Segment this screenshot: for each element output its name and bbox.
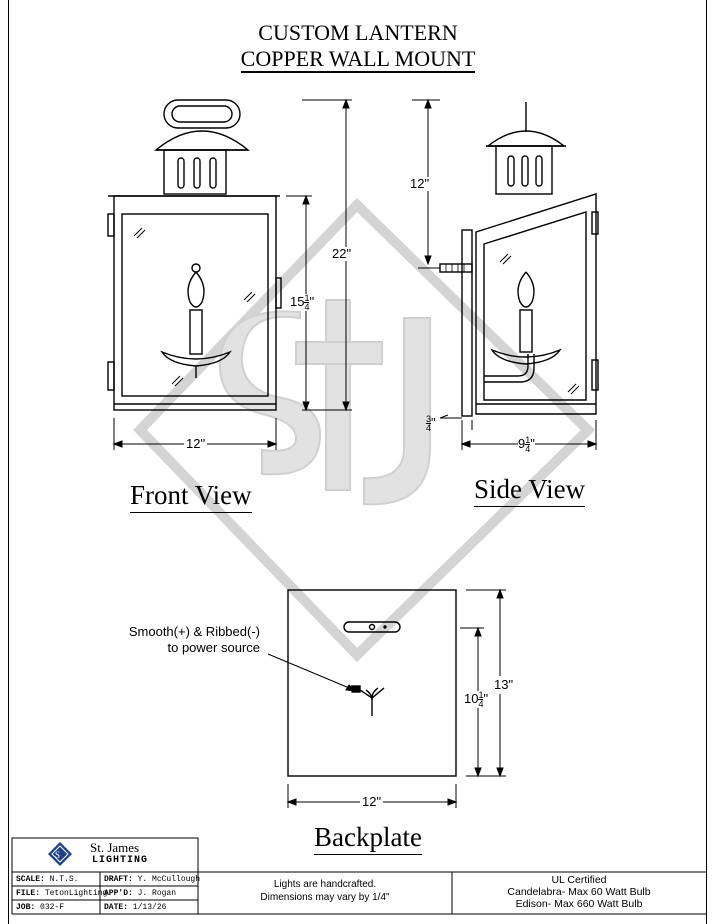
side-view-drawing bbox=[439, 102, 599, 417]
watermark-letters bbox=[218, 299, 431, 506]
draft-field: DRAFT: Y. McCullough bbox=[104, 875, 201, 884]
backplate-drawing bbox=[287, 589, 457, 777]
sheet-border-right bbox=[706, 0, 707, 924]
side-top-dim: 12" bbox=[410, 176, 430, 191]
sheet-border-left bbox=[8, 0, 9, 924]
front-view-label: Front View bbox=[130, 480, 252, 513]
job-field: JOB: 032-F bbox=[16, 903, 65, 912]
wiring-annotation-line-2: to power source bbox=[167, 640, 261, 655]
handcrafted-note-line-1: Lights are handcrafted. bbox=[273, 879, 377, 890]
side-view-label: Side View bbox=[474, 474, 586, 507]
company-logo-icon: S bbox=[48, 842, 72, 866]
appd-field: APP'D: J. Rogan bbox=[104, 889, 177, 898]
backplate-label: Backplate bbox=[314, 822, 422, 855]
certification-note: UL Certified Candelabra- Max 60 Watt Bul… bbox=[452, 874, 706, 910]
file-field: FILE: TetonLighting bbox=[16, 889, 108, 898]
date-field: DATE: 1/13/26 bbox=[104, 903, 167, 912]
title-line-1: CUSTOM LANTERN bbox=[258, 20, 458, 45]
cert-line-2: Candelabra- Max 60 Watt Bulb bbox=[507, 886, 651, 898]
front-width-dim: 12" bbox=[184, 436, 208, 451]
cert-line-1: UL Certified bbox=[551, 874, 607, 886]
front-view-drawing bbox=[107, 99, 282, 411]
svg-text:S: S bbox=[55, 850, 60, 860]
watermark-logo bbox=[133, 197, 596, 663]
backplate-height-dim: 13" bbox=[494, 676, 514, 694]
handcrafted-note-line-2: Dimensions may vary by 1/4" bbox=[260, 892, 390, 903]
wiring-annotation-line-1: Smooth(+) & Ribbed(-) bbox=[128, 624, 260, 639]
company-subtitle: LIGHTING bbox=[92, 855, 149, 866]
front-height-dim: 22" bbox=[331, 246, 353, 261]
scale-field: SCALE: N.T.S. bbox=[16, 875, 79, 884]
title-block-frame bbox=[11, 837, 706, 915]
wiring-annotation: Smooth(+) & Ribbed(-) to power source bbox=[96, 624, 260, 656]
title-line-2: COPPER WALL MOUNT bbox=[240, 46, 476, 73]
side-dimension-lines bbox=[412, 98, 598, 450]
cert-line-3: Edison- Max 660 Watt Bulb bbox=[515, 898, 643, 910]
backplate-width-dim: 12" bbox=[360, 794, 384, 809]
company-name: St. James bbox=[90, 840, 140, 855]
handcrafted-note: Lights are handcrafted. Dimensions may v… bbox=[198, 878, 452, 904]
